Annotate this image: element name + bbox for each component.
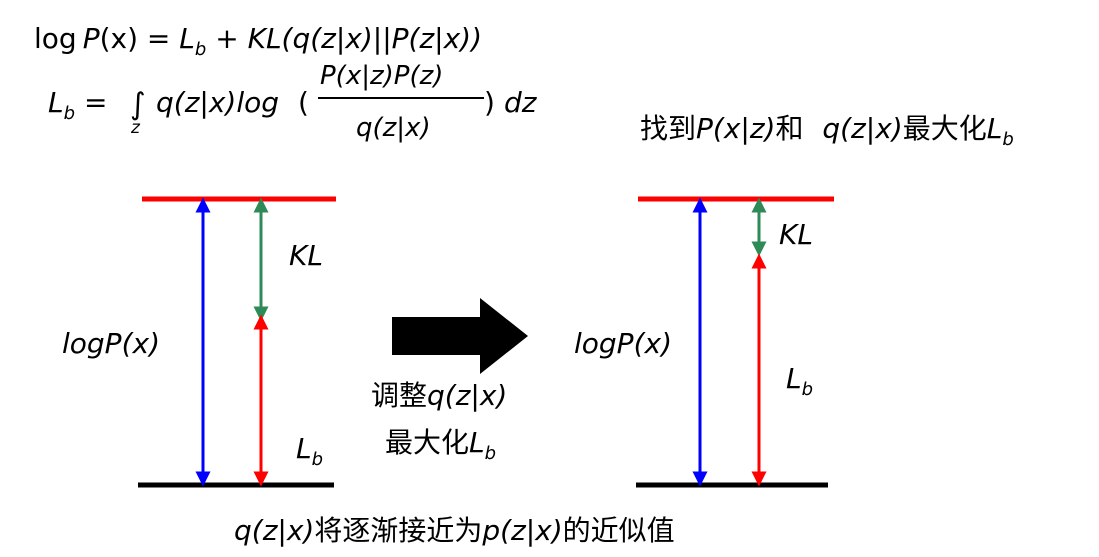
middle-text-line-2: 最大化Lb [385, 426, 496, 464]
close-paren: ) [484, 86, 495, 119]
integrand: q(z|x)log [156, 86, 279, 119]
middle-text-line-1: 调整q(z|x) [371, 379, 507, 412]
label-logp: logP(x) [574, 327, 672, 360]
dz: dz [504, 86, 538, 119]
integral-subscript: z [130, 118, 141, 138]
fraction-denominator: q(z|x) [356, 113, 431, 143]
label-kl: KL [289, 239, 323, 272]
label-kl: KL [779, 218, 813, 251]
bottom-caption: q(z|x)将逐渐接近为p(z|x)的近似值 [234, 514, 675, 547]
right-caption: 找到P(x|z)和 q(z|x)最大化Lb [640, 112, 1014, 150]
right-diagram: logP(x) KL Lb [574, 196, 834, 488]
equation-line-2: Lb = ∫ z q(z|x)log ( P(x|z)P(z) q(z|x) )… [48, 61, 538, 143]
label-lb: Lb [296, 432, 323, 470]
label-logp: logP(x) [62, 327, 160, 360]
label-lb: Lb [786, 362, 813, 400]
open-paren: ( [298, 86, 309, 119]
big-right-arrow [392, 298, 528, 374]
left-diagram: logP(x) KL Lb [62, 196, 336, 488]
integral-sign: ∫ [130, 87, 146, 122]
svg-text:Lb =: Lb = [48, 86, 107, 124]
fraction-numerator: P(x|z)P(z) [320, 61, 443, 91]
